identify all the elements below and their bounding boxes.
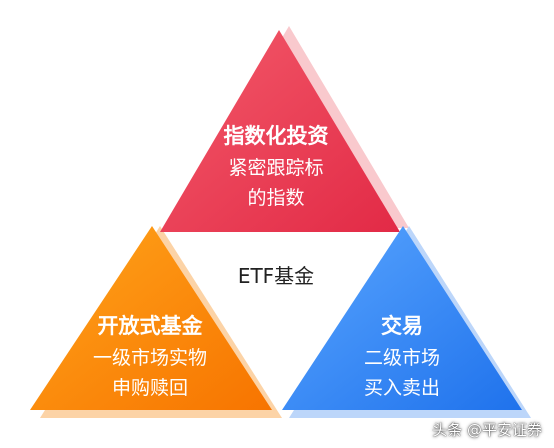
watermark: 头条 @平安证券 [432,421,542,439]
top-triangle-line1: 紧密跟踪标 [228,157,323,179]
right-triangle-line2: 买入卖出 [364,377,440,399]
right-triangle-line1: 二级市场 [364,347,440,369]
right-triangle [282,226,522,410]
right-triangle-title: 交易 [381,314,423,338]
top-triangle-title: 指数化投资 [224,124,329,148]
top-triangle-line2: 的指数 [247,187,304,209]
top-triangle [160,30,400,232]
left-triangle [30,226,272,410]
left-triangle-line1: 一级市场实物 [93,347,207,369]
left-triangle-title: 开放式基金 [98,314,204,338]
left-triangle-line2: 申购赎回 [112,377,188,399]
center-label: ETF基金 [238,264,314,288]
